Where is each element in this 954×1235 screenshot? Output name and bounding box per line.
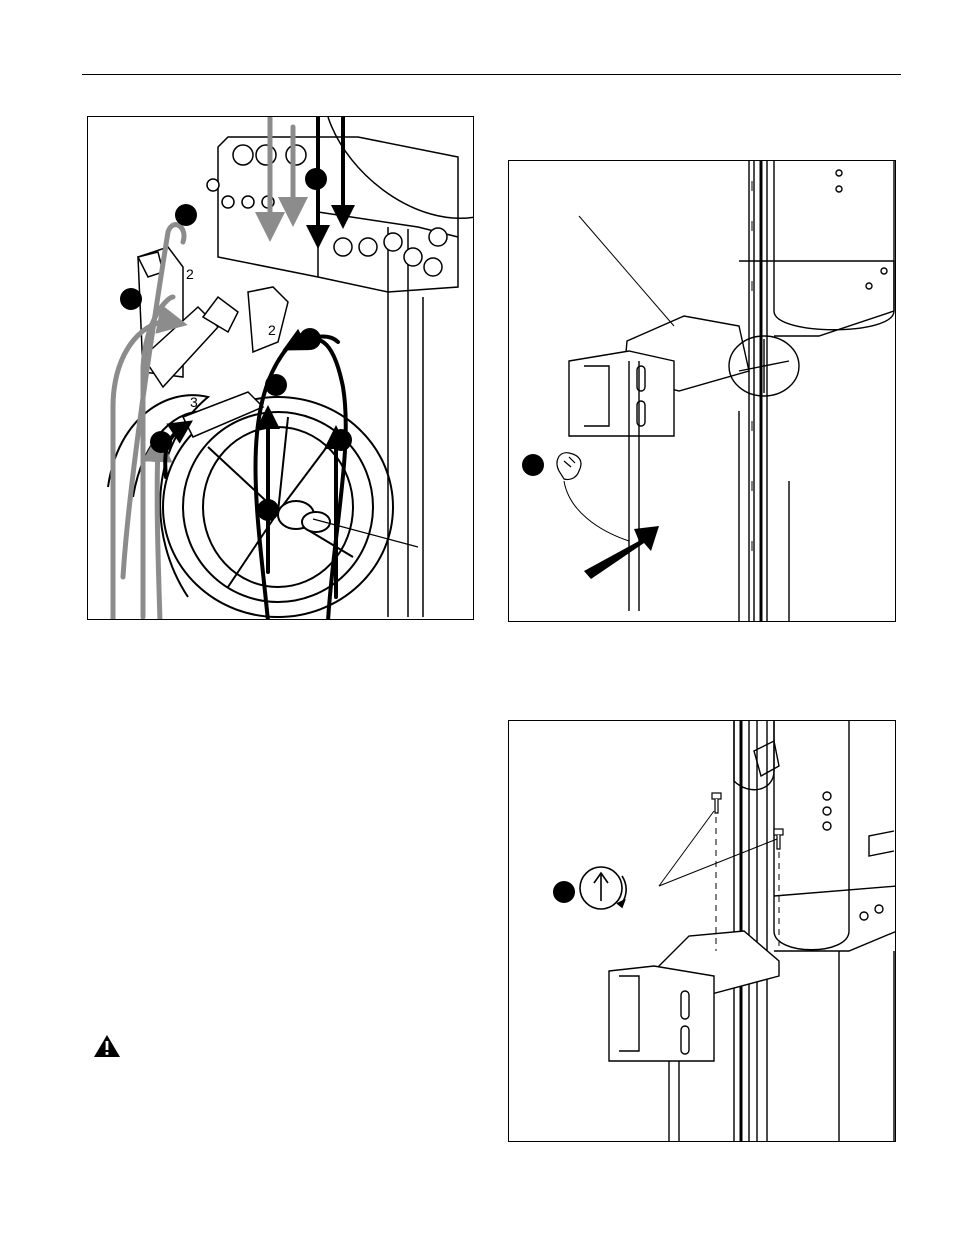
callout-dot xyxy=(265,374,287,396)
callout-dot xyxy=(120,288,142,310)
guide-label-2: 2 xyxy=(268,322,276,338)
rotate-clockwise-icon xyxy=(580,867,626,909)
guide-label-2b: 2 xyxy=(186,266,194,282)
callout-dot xyxy=(330,429,352,451)
callout-dot xyxy=(305,168,327,190)
screw-fasten-figure xyxy=(508,720,896,1142)
header-rule xyxy=(82,74,901,75)
callout-dot xyxy=(299,328,321,350)
callout-dot xyxy=(150,431,172,453)
guide-label-3: 3 xyxy=(190,394,198,410)
callout-dot xyxy=(175,204,197,226)
callout-dot xyxy=(522,454,544,476)
callout-dot xyxy=(257,499,279,521)
hand-pull-icon xyxy=(557,453,581,480)
bracket-slide-figure xyxy=(508,160,896,622)
callout-dot xyxy=(553,881,575,903)
warning-triangle-icon xyxy=(93,1034,121,1058)
slide-direction-arrow xyxy=(584,526,659,579)
cable-routing-figure: 3 2 2 xyxy=(87,116,474,620)
